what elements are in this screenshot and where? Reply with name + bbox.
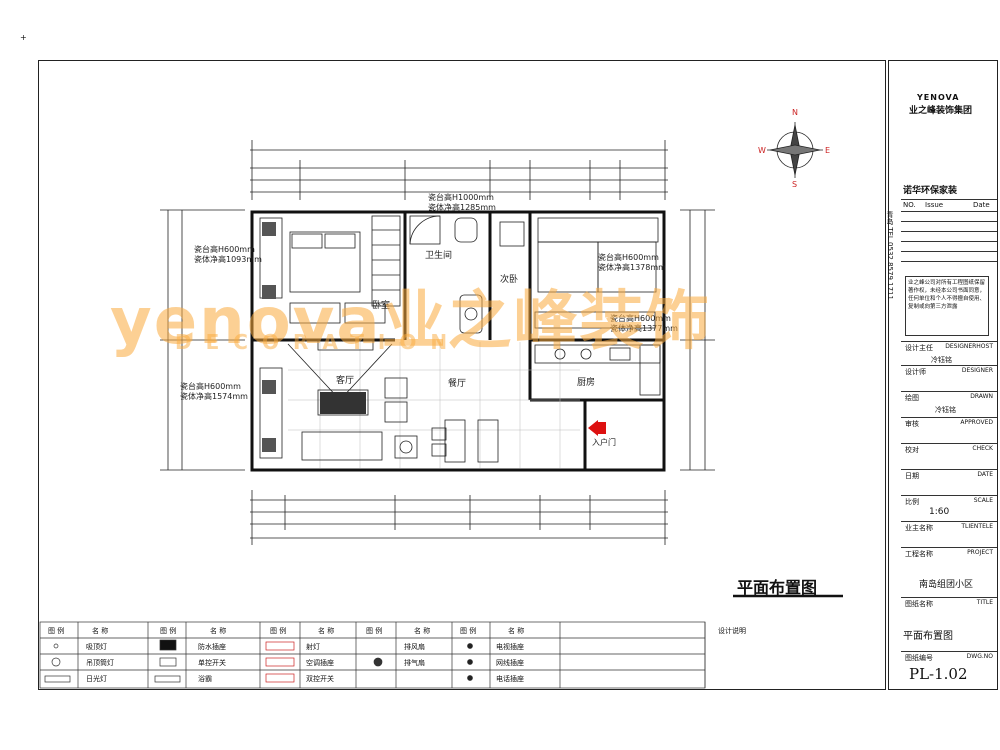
scale-en: SCALE: [973, 497, 993, 504]
room-label-bath: 卫生间: [425, 251, 453, 261]
dwg-en: DWG.NO: [966, 653, 993, 660]
legend-item: 电视插座: [496, 643, 524, 651]
room-label-living: 客厅: [336, 376, 355, 386]
legend-header: 图 例: [366, 627, 383, 635]
company-tagline: 诺华环保家装: [903, 186, 958, 196]
compass-rose: [767, 122, 823, 178]
dim-label: 瓷体净高1093mm: [194, 255, 262, 264]
title-block: YENOVA 业之峰装饰集团 诺华环保家装 NO. Issue Date 业之峰…: [886, 60, 998, 690]
legend-header: 图 例: [270, 627, 287, 635]
dim-label: 瓷体净高1285mm: [428, 203, 496, 212]
legend-item: 电话插座: [496, 675, 524, 683]
legend-item: 射灯: [306, 643, 320, 651]
check-label: 校对: [905, 446, 919, 454]
designer-host-en: DESIGNERHOST: [945, 343, 993, 350]
legend-item: 网线插座: [496, 659, 524, 667]
title-label: 图纸名称: [905, 600, 933, 608]
legend-header: 图 例: [460, 627, 477, 635]
legend-item: 吸顶灯: [86, 643, 107, 651]
legend-item: 浴霸: [198, 675, 212, 683]
legend-item: 空调插座: [306, 659, 334, 667]
designer-en: DESIGNER: [961, 367, 993, 374]
legend-item: 双控开关: [306, 675, 334, 683]
designer-label: 设计师: [905, 368, 926, 376]
corner-mark: +: [20, 33, 27, 42]
date-label: Date: [973, 201, 990, 209]
legend-item: 日光灯: [86, 675, 107, 683]
designer-host-label: 设计主任: [905, 344, 933, 352]
drawing-title: 平面布置图: [737, 578, 818, 597]
legend-header: 图 例: [48, 627, 65, 635]
watermark: yenova业之峰装饰: [110, 285, 712, 359]
brand-logo-en: YENOVA: [917, 93, 960, 102]
approved-en: APPROVED: [960, 419, 993, 426]
tel-vertical: 青岛 TEL 0532 8579 1711: [886, 211, 894, 300]
date-en-label: DATE: [977, 471, 993, 478]
copyright-notice: 业之峰公司对所有工程图纸保留著作权，未经本公司书面同意，任何单位和个人不得擅自使…: [905, 276, 989, 336]
designer-host-name: 冷钰铭: [931, 356, 952, 364]
legend-header: 名 称: [210, 627, 227, 635]
drawn-en: DRAWN: [970, 393, 993, 400]
legend-item: 单控开关: [198, 659, 226, 667]
legend-header: 图 例: [160, 627, 177, 635]
design-notes: 设计说明: [718, 627, 746, 635]
no-label: NO.: [903, 201, 916, 209]
issue-label: Issue: [925, 201, 944, 209]
room-label-kitchen: 厨房: [577, 378, 596, 388]
room-label-second: 次卧: [500, 275, 519, 285]
drawn-name: 冷钰铭: [935, 406, 956, 414]
legend-header: 名 称: [508, 627, 525, 635]
dwg-label: 图纸编号: [905, 654, 933, 662]
approved-label: 审核: [905, 420, 919, 428]
drawing-frame: [38, 60, 886, 690]
project-en: PROJECT: [967, 549, 993, 556]
watermark-sub: DECORATION: [175, 330, 462, 354]
project-label: 工程名称: [905, 550, 933, 558]
compass-w: W: [758, 146, 766, 155]
scale-value: 1:60: [929, 507, 950, 517]
compass-e: E: [825, 146, 831, 155]
dim-label: 瓷台高H600mm: [610, 314, 671, 323]
room-label-entry: 入户门: [592, 438, 616, 447]
legend-header: 名 称: [92, 627, 109, 635]
dim-label: 瓷体净高1377mm: [610, 324, 678, 333]
legend-item: 防水插座: [198, 643, 226, 651]
room-label-bedroom: 卧室: [372, 301, 391, 311]
dim-label: 瓷台高H600mm: [598, 253, 659, 262]
scale-label: 比例: [905, 498, 919, 506]
legend-item: 排风扇: [404, 643, 425, 651]
compass-n: N: [792, 108, 798, 117]
brand-logo-cn: 业之峰装饰集团: [909, 106, 973, 116]
dwg-number: PL-1.02: [909, 665, 968, 683]
dim-label: 瓷台高H600mm: [194, 245, 255, 254]
title-value: 平面布置图: [903, 631, 953, 642]
date-cn-label: 日期: [905, 472, 919, 480]
legend-item: 排气扇: [404, 659, 425, 667]
check-en: CHECK: [972, 445, 993, 452]
client-label: 业主名称: [905, 524, 933, 532]
legend-header: 名 称: [318, 627, 335, 635]
room-label-dining: 餐厅: [448, 379, 467, 389]
drawn-label: 绘图: [905, 394, 919, 402]
project-value: 南岛组团小区: [919, 580, 974, 590]
compass-s: S: [792, 180, 798, 189]
legend-header: 名 称: [414, 627, 431, 635]
legend-item: 吊顶筒灯: [86, 659, 114, 667]
dim-label: 瓷体净高1378mm: [598, 263, 666, 272]
client-en: TLIENTELE: [961, 523, 993, 530]
title-en: TITLE: [976, 599, 993, 606]
dim-label: 瓷体净高1574mm: [180, 392, 248, 401]
dim-label: 瓷台高H1000mm: [428, 193, 494, 202]
dim-label: 瓷台高H600mm: [180, 382, 241, 391]
